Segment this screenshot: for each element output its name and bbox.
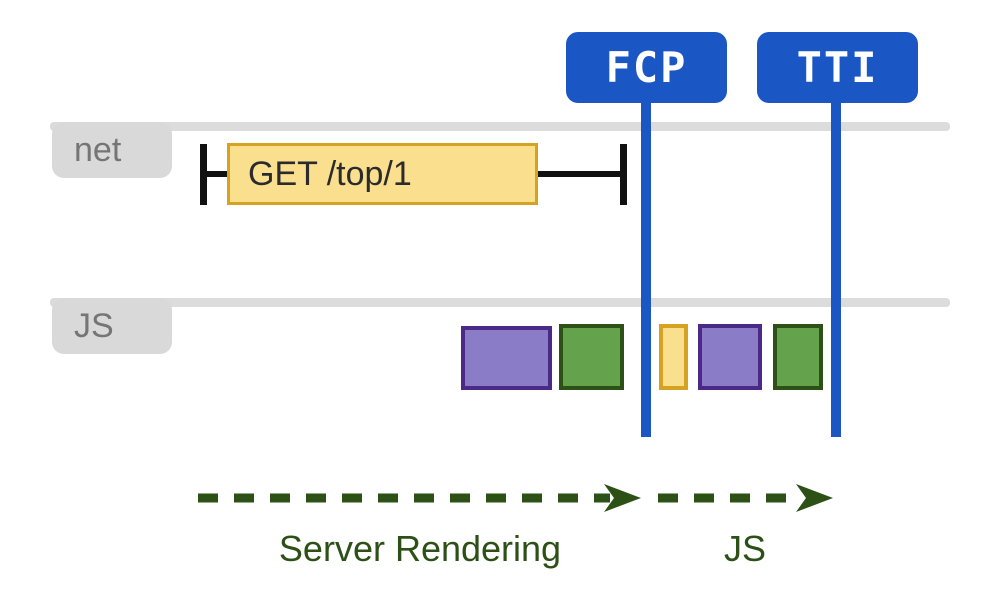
js-task-block xyxy=(773,324,823,390)
js-task-block xyxy=(659,324,688,390)
network-request-bar: GET /top/1 xyxy=(227,143,538,205)
lane-badge-net: net xyxy=(52,122,172,178)
phase-label-server-rendering: Server Rendering xyxy=(278,528,562,569)
lane-label-js: JS xyxy=(74,306,114,345)
lane-track-js xyxy=(50,298,950,307)
marker-label-fcp: FCP xyxy=(605,43,688,92)
marker-badge-fcp: FCP xyxy=(566,32,727,103)
arrow-head xyxy=(604,484,641,512)
marker-line-fcp xyxy=(641,96,651,437)
request-whisker-stem-left xyxy=(200,171,240,177)
js-task-block xyxy=(698,324,762,390)
arrow-head xyxy=(796,484,833,512)
phase-label-js: JS xyxy=(723,528,766,569)
request-whisker-cap-left xyxy=(200,144,207,205)
lane-label-net: net xyxy=(74,130,122,169)
request-whisker-cap-right xyxy=(620,144,627,205)
network-request-label: GET /top/1 xyxy=(248,154,412,193)
phase-arrow-server-rendering xyxy=(198,484,641,512)
phase-arrow-js xyxy=(658,484,833,512)
lane-track-net xyxy=(50,122,950,131)
lane-badge-js: JS xyxy=(52,298,172,354)
request-whisker-stem-right xyxy=(528,171,626,177)
js-task-block xyxy=(461,326,552,390)
marker-badge-tti: TTI xyxy=(757,32,918,103)
marker-line-tti xyxy=(831,96,841,437)
marker-label-tti: TTI xyxy=(796,43,879,92)
js-task-block xyxy=(559,324,624,390)
